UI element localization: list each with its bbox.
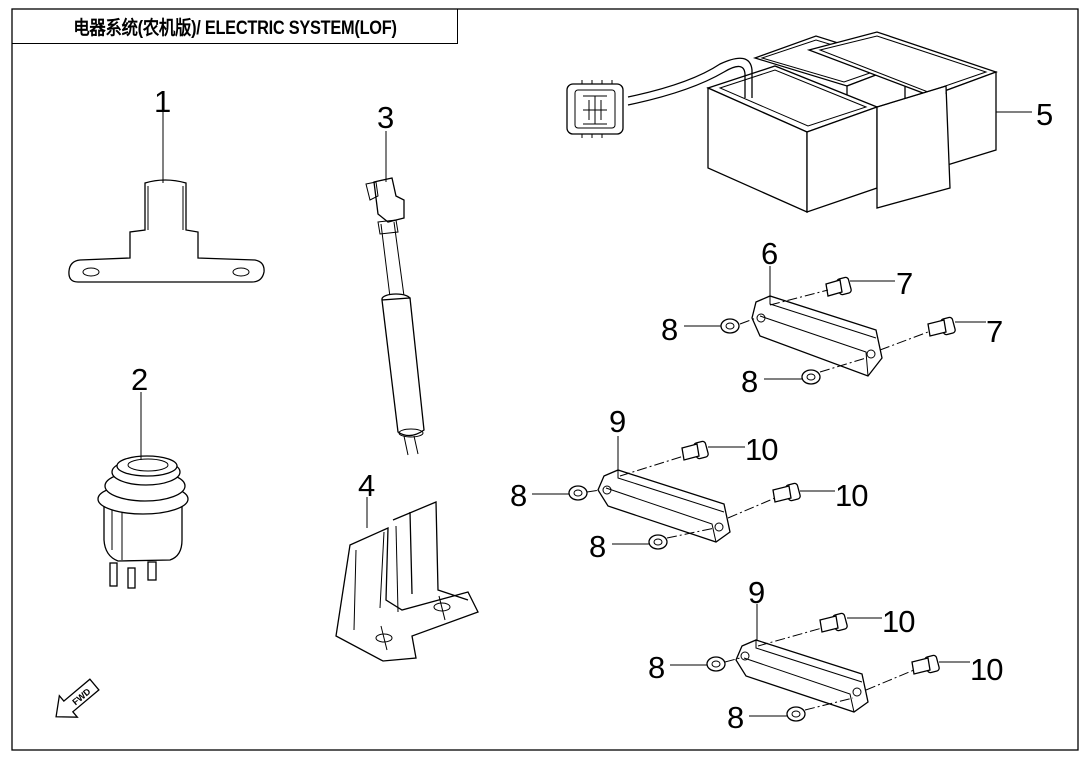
part-8-nut-c[interactable]: [568, 485, 588, 501]
centerline-7a: [769, 289, 829, 306]
part-10-bolt-b[interactable]: [772, 482, 801, 503]
callout-8d: 8: [589, 529, 605, 564]
callout-8f: 8: [727, 700, 743, 735]
diagram-frame: [11, 8, 1079, 751]
callout-8b: 8: [741, 364, 757, 399]
part-8-nut-d[interactable]: [648, 534, 668, 550]
part-8-nut-e[interactable]: [706, 656, 726, 672]
callout-7b: 7: [986, 314, 1002, 349]
callout-2: 2: [131, 362, 147, 397]
callout-10b: 10: [835, 478, 868, 513]
callout-10d: 10: [970, 652, 1003, 687]
page-title: 电器系统(农机版)/ ELECTRIC SYSTEM(LOF): [72, 17, 397, 39]
callout-4: 4: [358, 468, 375, 503]
centerline-10c: [757, 627, 823, 647]
centerline-8e: [724, 657, 741, 663]
callout-5: 5: [1036, 97, 1052, 132]
centerline-10b: [727, 497, 776, 519]
centerline-8d: [666, 527, 716, 539]
centerline-8b: [819, 357, 867, 373]
part-4-bracket[interactable]: [335, 501, 479, 662]
callout-9a: 9: [609, 404, 625, 439]
centerline-8f: [804, 697, 854, 711]
centerline-10d: [865, 669, 915, 691]
part-10-bolt-d[interactable]: [911, 654, 940, 675]
callout-8a: 8: [661, 312, 677, 347]
part-9-reflector-b[interactable]: [735, 639, 869, 713]
part-8-nut-a[interactable]: [720, 318, 740, 334]
part-8-nut-b[interactable]: [801, 369, 821, 385]
part-9-reflector-a[interactable]: [597, 469, 731, 543]
part-5-control-unit[interactable]: [566, 31, 998, 214]
callout-6: 6: [761, 236, 777, 271]
callout-10a: 10: [745, 432, 778, 467]
callout-8e: 8: [648, 650, 664, 685]
callout-7a: 7: [896, 266, 912, 301]
callout-8c: 8: [510, 478, 526, 513]
part-1-bracket[interactable]: [68, 179, 265, 283]
callout-3: 3: [377, 100, 393, 135]
callout-9b: 9: [748, 575, 764, 610]
part-7-bolt-lower[interactable]: [927, 316, 956, 337]
fwd-arrow-icon: FWD: [55, 678, 100, 718]
title-box: 电器系统(农机版)/ ELECTRIC SYSTEM(LOF): [12, 9, 458, 44]
part-10-bolt-c[interactable]: [819, 612, 848, 633]
part-6-reflector[interactable]: [751, 295, 883, 377]
centerline-8c: [586, 489, 601, 493]
part-10-bolt-a[interactable]: [681, 440, 709, 461]
centerline-8a: [739, 317, 757, 325]
part-2-switch[interactable]: [97, 455, 189, 589]
part-7-bolt-upper[interactable]: [825, 276, 852, 297]
callout-10c: 10: [882, 604, 915, 639]
callout-1: 1: [154, 84, 170, 119]
part-8-nut-f[interactable]: [786, 706, 806, 722]
centerline-10a: [619, 455, 685, 477]
centerline-7b: [879, 331, 929, 351]
part-3-sensor[interactable]: [365, 177, 425, 456]
